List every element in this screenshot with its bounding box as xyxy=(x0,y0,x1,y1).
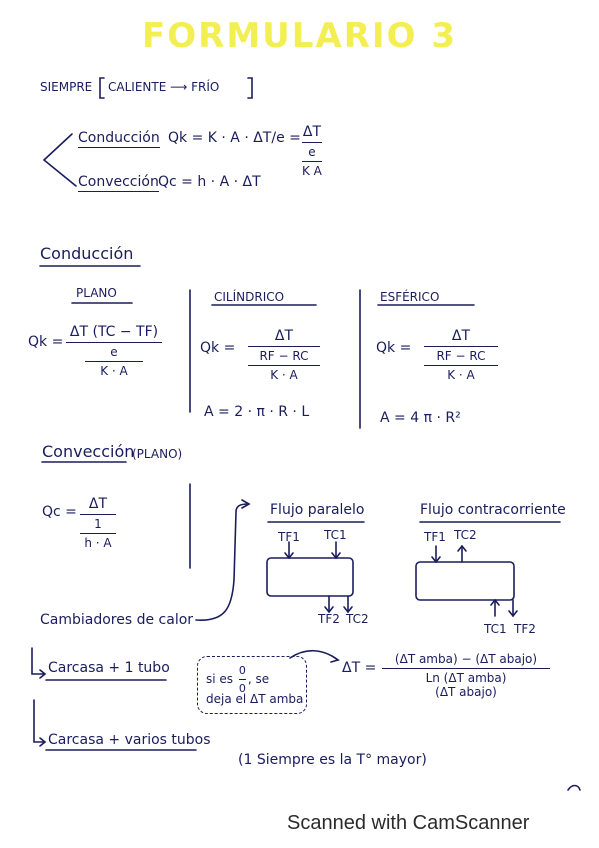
carcasa-varios-tubos: Carcasa + varios tubos xyxy=(48,732,211,748)
siempre-mayor-note: (1 Siempre es la T° mayor) xyxy=(238,752,427,768)
esferico-fraction: ΔT RF − RC K · A xyxy=(424,328,498,382)
caliente-frio-text: CALIENTE ⟶ FRÍO xyxy=(108,80,220,94)
cilindrico-label: CILÍNDRICO xyxy=(214,290,285,304)
conveccion-intro-equation: Qc = h · A · ΔT xyxy=(158,174,261,190)
conduccion-intro-label: Conducción xyxy=(78,130,160,148)
carcasa-1-tubo: Carcasa + 1 tubo xyxy=(48,660,170,676)
conduccion-intro-fraction: ΔT e K A xyxy=(302,124,322,178)
cilindrico-area: A = 2 · π · R · L xyxy=(204,404,310,420)
contra-tf2: TF2 xyxy=(514,622,536,636)
conveccion-intro-label: Convección xyxy=(78,174,159,192)
note-line2: deja el ΔT amba xyxy=(206,692,304,706)
paralelo-tf2: TF2 xyxy=(318,612,340,626)
paralelo-tc2: TC2 xyxy=(346,612,369,626)
plano-lhs: Qk = xyxy=(28,334,64,350)
esferico-lhs: Qk = xyxy=(376,340,412,356)
contra-tc2: TC2 xyxy=(454,528,477,542)
note-line1: si es 0 0 , se xyxy=(206,664,270,695)
paralelo-tc1: TC1 xyxy=(324,528,347,542)
esferico-area: A = 4 π · R² xyxy=(380,410,461,426)
contra-tc1: TC1 xyxy=(484,622,507,636)
plano-fraction: ΔT (TC − TF) e K · A xyxy=(66,324,162,378)
lmtd-fraction: (ΔT amba) − (ΔT abajo) Ln (ΔT amba) (ΔT … xyxy=(382,652,550,699)
conveccion-plano-tag: (PLANO) xyxy=(132,447,183,461)
note-box xyxy=(197,656,307,714)
page-title: FORMULARIO 3 xyxy=(142,16,457,56)
siempre-label: SIEMPRE xyxy=(40,80,93,94)
camscanner-footer: Scanned with CamScanner xyxy=(287,812,530,834)
conveccion-lhs: Qc = xyxy=(42,504,77,520)
cilindrico-fraction: ΔT RF − RC K · A xyxy=(248,328,320,382)
paralelo-tf1: TF1 xyxy=(278,530,300,544)
contra-tf1: TF1 xyxy=(424,530,446,544)
flujo-contracorriente-title: Flujo contracorriente xyxy=(420,502,566,518)
plano-label: PLANO xyxy=(76,286,117,300)
flujo-paralelo-title: Flujo paralelo xyxy=(270,502,365,518)
lmtd-lhs: ΔT = xyxy=(342,660,377,676)
conduccion-intro-equation: Qk = K · A · ΔT/e = xyxy=(168,130,301,146)
esferico-label: ESFÉRICO xyxy=(380,290,440,304)
cambiadores-label: Cambiadores de calor xyxy=(40,612,194,628)
conduccion-heading: Conducción xyxy=(40,244,134,263)
conveccion-heading: Convección xyxy=(42,442,135,461)
conveccion-fraction: ΔT 1 h · A xyxy=(80,496,116,550)
cilindrico-lhs: Qk = xyxy=(200,340,236,356)
